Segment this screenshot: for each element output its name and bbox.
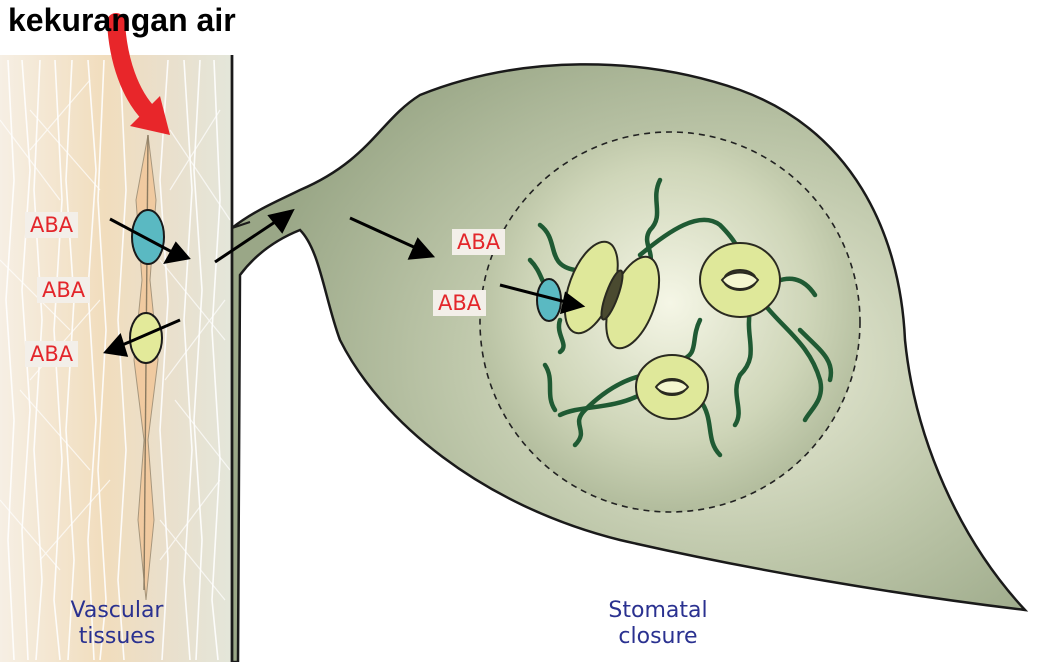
stoma-3 — [635, 354, 709, 420]
stomata-magnified-view — [479, 131, 861, 513]
aba-label-4: ABA — [452, 229, 506, 255]
vascular-tissue — [0, 55, 232, 662]
aba-label-1: ABA — [25, 212, 79, 238]
aba-label-2: ABA — [37, 277, 91, 303]
aba-label-3: ABA — [25, 341, 79, 367]
caption-vascular-tissues: Vascular tissues — [52, 598, 182, 650]
stomata-group — [563, 240, 781, 420]
caption-stomatal-closure: Stomatal closure — [588, 598, 728, 650]
caption-vascular-line1: Vascular — [70, 598, 164, 623]
stoma-1 — [563, 240, 661, 350]
drought-arrow-icon — [107, 13, 170, 135]
title-drought: kekurangan air — [8, 2, 236, 38]
stoma-2 — [699, 242, 781, 318]
caption-stomatal-line2: closure — [618, 624, 698, 649]
transporter-blue-icon — [131, 209, 165, 265]
aba-label-5: ABA — [433, 290, 487, 316]
caption-vascular-line2: tissues — [78, 624, 156, 649]
caption-stomatal-line1: Stomatal — [608, 598, 708, 623]
transporter-yellow-icon — [129, 312, 163, 364]
aba-flow-arrows — [103, 208, 586, 357]
